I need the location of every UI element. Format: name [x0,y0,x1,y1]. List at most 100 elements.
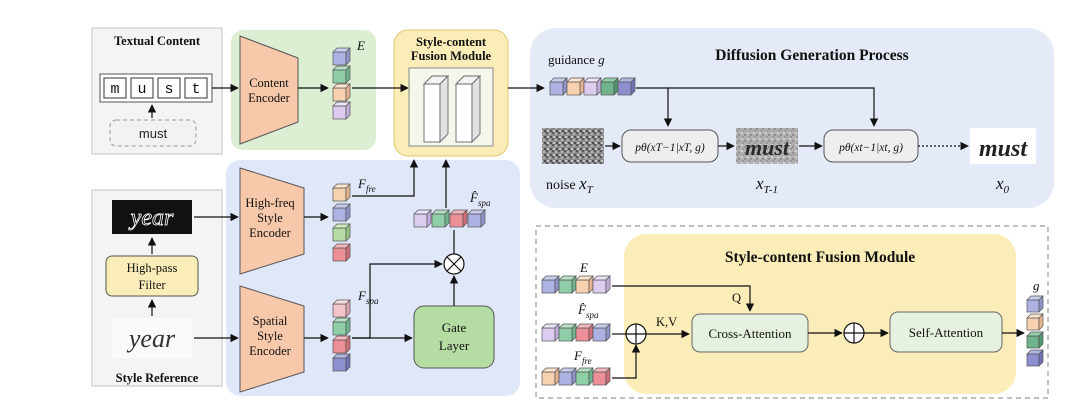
filtered-style-image: year [112,200,192,234]
noise-label: noise xT [546,174,594,196]
detail-g-embedding-stack [1026,295,1044,367]
cube [541,367,560,386]
detail-ffre-embedding-row [541,367,611,386]
cube [332,183,351,202]
cube [583,77,602,96]
cube [332,223,351,242]
char-m: m [110,81,119,98]
cube [558,323,577,342]
spatial-encoder-label-3: Encoder [249,344,291,358]
multiply-icon [443,253,465,275]
gate-label-2: Layer [439,338,470,353]
content-encoder-label-2: Encoder [248,91,290,105]
add-icon-residual [843,322,865,344]
svg-text:must: must [745,135,790,160]
output-sample-label: x0 [995,174,1010,196]
content-encoder-trapezoid [239,35,299,145]
high-pass-filter-box[interactable] [105,255,199,297]
highfreq-encoder-label-1: High-freq [245,196,295,210]
char-box-m [103,77,127,99]
detail-fspa-label: F̂spa [577,302,599,320]
cube [575,367,594,386]
fusion-block-left [422,74,450,144]
cube [449,209,468,228]
svg-text:must: must [979,136,1028,162]
char-t: t [191,81,200,98]
cube [549,77,568,96]
cube [413,209,432,228]
cube [332,203,351,222]
arrow-guidance-to-step2 [668,87,879,127]
cube [575,275,594,294]
fusion-block-right [454,74,482,144]
fusion-module-title-2: Fusion Module [411,49,492,63]
mid-sample-label: xT-1 [755,174,778,196]
detail-fspa-embedding-row [541,323,611,342]
self-attention-block[interactable] [889,311,1003,353]
cube [332,83,351,102]
cube [1026,331,1044,349]
noise-image [542,128,604,164]
high-pass-label-1: High-pass [127,261,178,275]
cube [566,77,585,96]
word-text: must [139,126,168,141]
cube [592,367,611,386]
guidance-embedding-row [549,77,636,96]
char-box-s [157,77,181,99]
diffusion-title: Diffusion Generation Process [715,47,908,64]
fusion-detail-inner [624,234,1016,394]
textual-content-title: Textual Content [114,34,201,48]
detail-ffre-label: Ffre [573,348,592,366]
cube [617,77,636,96]
arrow-ffre-to-fusion [352,159,419,197]
cube [332,299,351,318]
kv-label: K,V [656,315,677,329]
denoise-step-1-label: pθ(xT−1|xT, g) [634,142,705,154]
cube [541,275,560,294]
fspa-embedding-stack [332,299,351,372]
content-embedding-stack [332,47,351,120]
cross-attention-label: Cross-Attention [708,326,792,341]
word-box [109,119,197,147]
char-u: u [137,81,146,98]
style-reference-image: year [112,318,192,358]
cube [1026,313,1044,331]
cube [332,65,351,84]
cube [332,101,351,120]
self-attention-label: Self-Attention [909,325,984,340]
fspa-label: Fspa [357,288,379,306]
cube [467,209,486,228]
detail-e-label: E [579,260,588,275]
ffre-label: Ffre [357,176,376,194]
output-sample-image: must [970,128,1036,164]
cube [1026,349,1044,367]
detail-e-embedding-row [541,275,611,294]
cube [575,323,594,342]
highfreq-encoder-trapezoid [239,167,305,275]
embedding-e-label: E [356,38,365,53]
intermediate-sample-image: must [736,128,798,164]
add-icon-kv [625,323,647,345]
denoise-step-2-label: pθ(xt−1|xt, g) [838,142,903,154]
style-reference-label: Style Reference [116,371,199,385]
char-box-u [130,77,154,99]
cube [1026,295,1044,313]
cube [332,335,351,354]
cube [332,317,351,336]
ffre-embedding-stack [332,183,351,262]
fspa-hat-embedding-row [413,209,486,228]
highfreq-encoder-label-3: Encoder [249,226,291,240]
high-pass-label-2: Filter [138,278,166,292]
cube [558,275,577,294]
gate-layer-box[interactable] [413,305,495,369]
diffusion-panel [530,28,1054,208]
svg-text:year: year [126,324,176,353]
highfreq-encoder-label-2: Style [257,211,283,225]
char-s: s [164,81,173,98]
spatial-encoder-label-1: Spatial [253,314,288,328]
cube [431,209,450,228]
line-ffre-to-add [612,344,641,379]
fusion-module-title-1: Style-content [416,35,487,49]
char-box-t [184,77,208,99]
